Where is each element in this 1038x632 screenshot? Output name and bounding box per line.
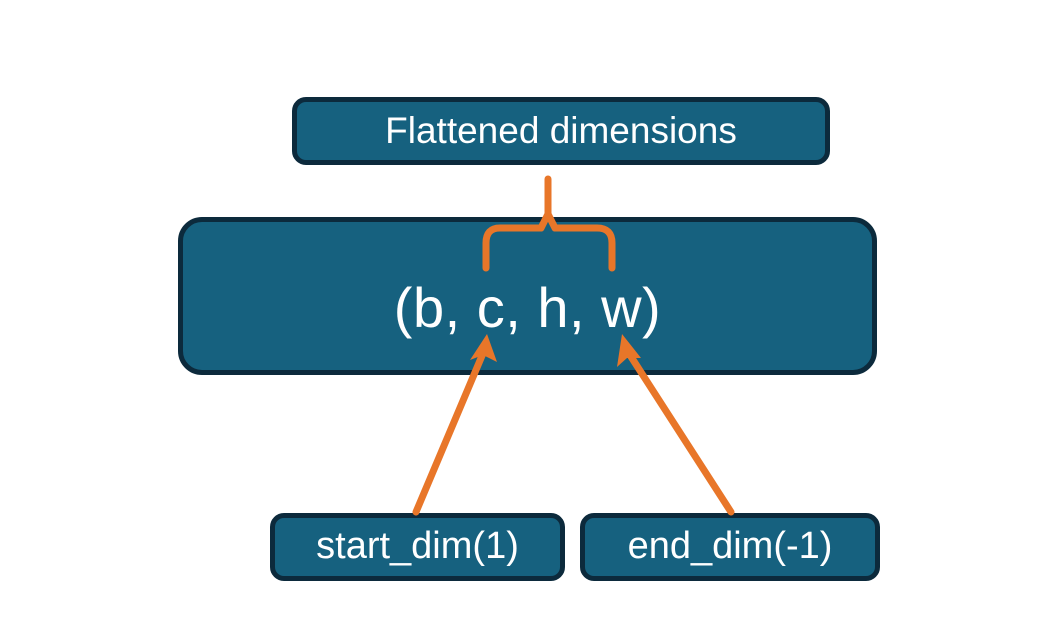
start-dim-box[interactable]: start_dim(1) (270, 513, 565, 581)
flattened-dimensions-box[interactable]: Flattened dimensions (292, 97, 830, 165)
end-dim-box[interactable]: end_dim(-1) (580, 513, 880, 581)
tensor-shape-label: (b, c, h, w) (393, 275, 662, 339)
end-dim-label: end_dim(-1) (627, 525, 833, 568)
start-dim-label: start_dim(1) (316, 525, 519, 568)
tensor-shape-box[interactable]: (b, c, h, w) (178, 217, 877, 375)
flattened-dimensions-label: Flattened dimensions (385, 109, 737, 151)
